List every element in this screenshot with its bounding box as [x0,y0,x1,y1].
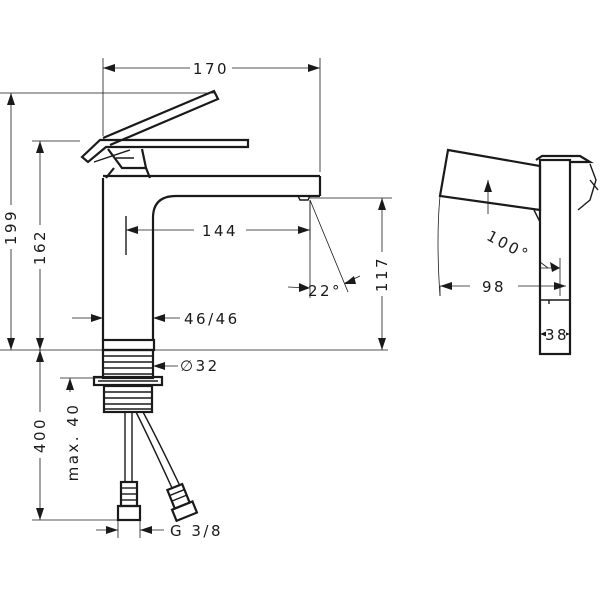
dim-diameter-32: ∅32 [180,357,220,375]
dim-162: 162 [31,229,49,265]
side-view-dimension-lines [440,277,570,344]
dim-46-46: 46/46 [184,310,240,328]
dim-400: 400 [31,417,49,453]
dim-38: 38 [545,326,569,344]
dim-max-40: max. 40 [64,403,82,482]
dim-22-degrees: 22° [308,282,342,300]
faucet-side-view [437,148,599,356]
dim-g-3-8: G 3/8 [170,522,223,540]
dim-117: 117 [373,256,391,292]
dim-100-degrees: 100° [484,227,533,265]
dimension-labels: 170 199 162 144 22° 117 46/46 ∅32 400 ma… [1,58,392,540]
dim-98: 98 [482,278,506,296]
faucet-shank [92,348,199,523]
dimension-lines [0,58,392,538]
dim-199: 199 [2,209,20,245]
dim-144: 144 [202,222,238,240]
dim-170: 170 [193,60,229,78]
